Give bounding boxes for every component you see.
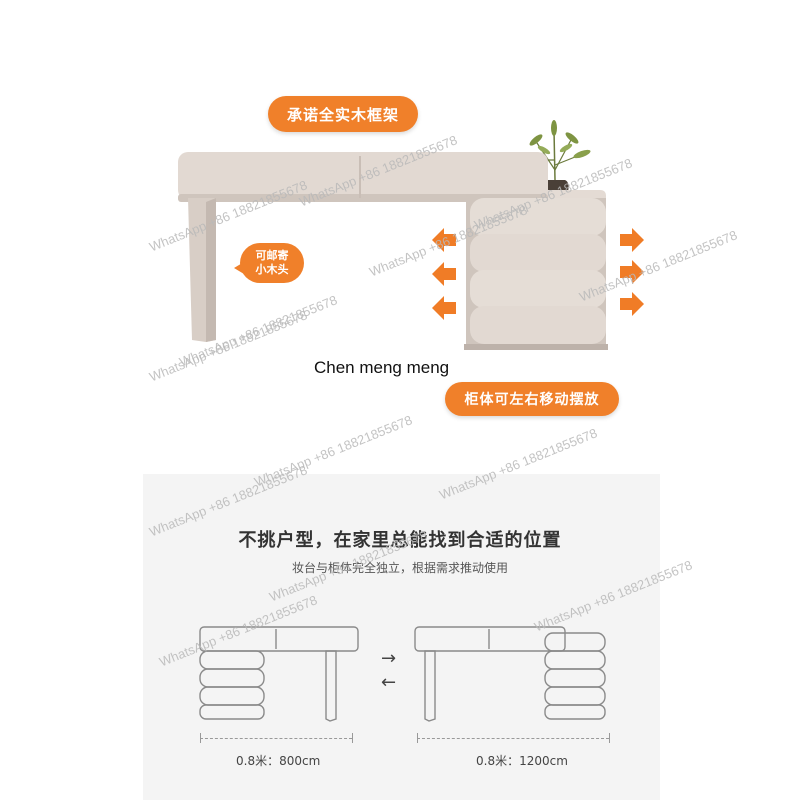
right-dimension-line: [417, 738, 609, 739]
frame-badge: 承诺全实木框架: [268, 96, 418, 132]
cabinet-badge: 柜体可左右移动摆放: [445, 382, 619, 416]
arrow-left-icon: ←: [381, 672, 397, 693]
arrow-right-icon: →: [381, 648, 397, 669]
mail-badge-line2: 小木头: [255, 263, 289, 276]
mail-badge-tail: [234, 262, 244, 274]
left-dimension-line: [200, 738, 352, 739]
left-dimension-tick-a: [200, 733, 201, 743]
right-size-label: 0.8米：1200cm: [476, 754, 568, 768]
mail-badge: 可邮寄 小木头: [240, 243, 304, 283]
panel-subline: 妆台与柜体完全独立，根据需求推动使用: [291, 561, 508, 575]
left-dimension-tick-b: [352, 733, 353, 743]
desk-top: [178, 152, 548, 200]
layout-panel: [143, 474, 660, 800]
mail-badge-line1: 可邮寄: [255, 249, 289, 262]
right-dimension-tick-b: [609, 733, 610, 743]
layout-left-illustration: [199, 626, 359, 722]
layout-right-illustration: [414, 626, 606, 722]
desk-illustration: [178, 120, 644, 350]
frame-badge-label: 承诺全实木框架: [286, 105, 399, 124]
panel-headline: 不挑户型，在家里总能找到合适的位置: [238, 530, 562, 551]
move-arrows: [432, 228, 644, 320]
right-dimension-tick-a: [417, 733, 418, 743]
overlay-name: Chen meng meng: [314, 358, 450, 377]
cabinet-badge-label: 柜体可左右移动摆放: [464, 392, 600, 408]
left-size-label: 0.8米：800cm: [236, 754, 321, 768]
cabinet: [464, 198, 608, 350]
